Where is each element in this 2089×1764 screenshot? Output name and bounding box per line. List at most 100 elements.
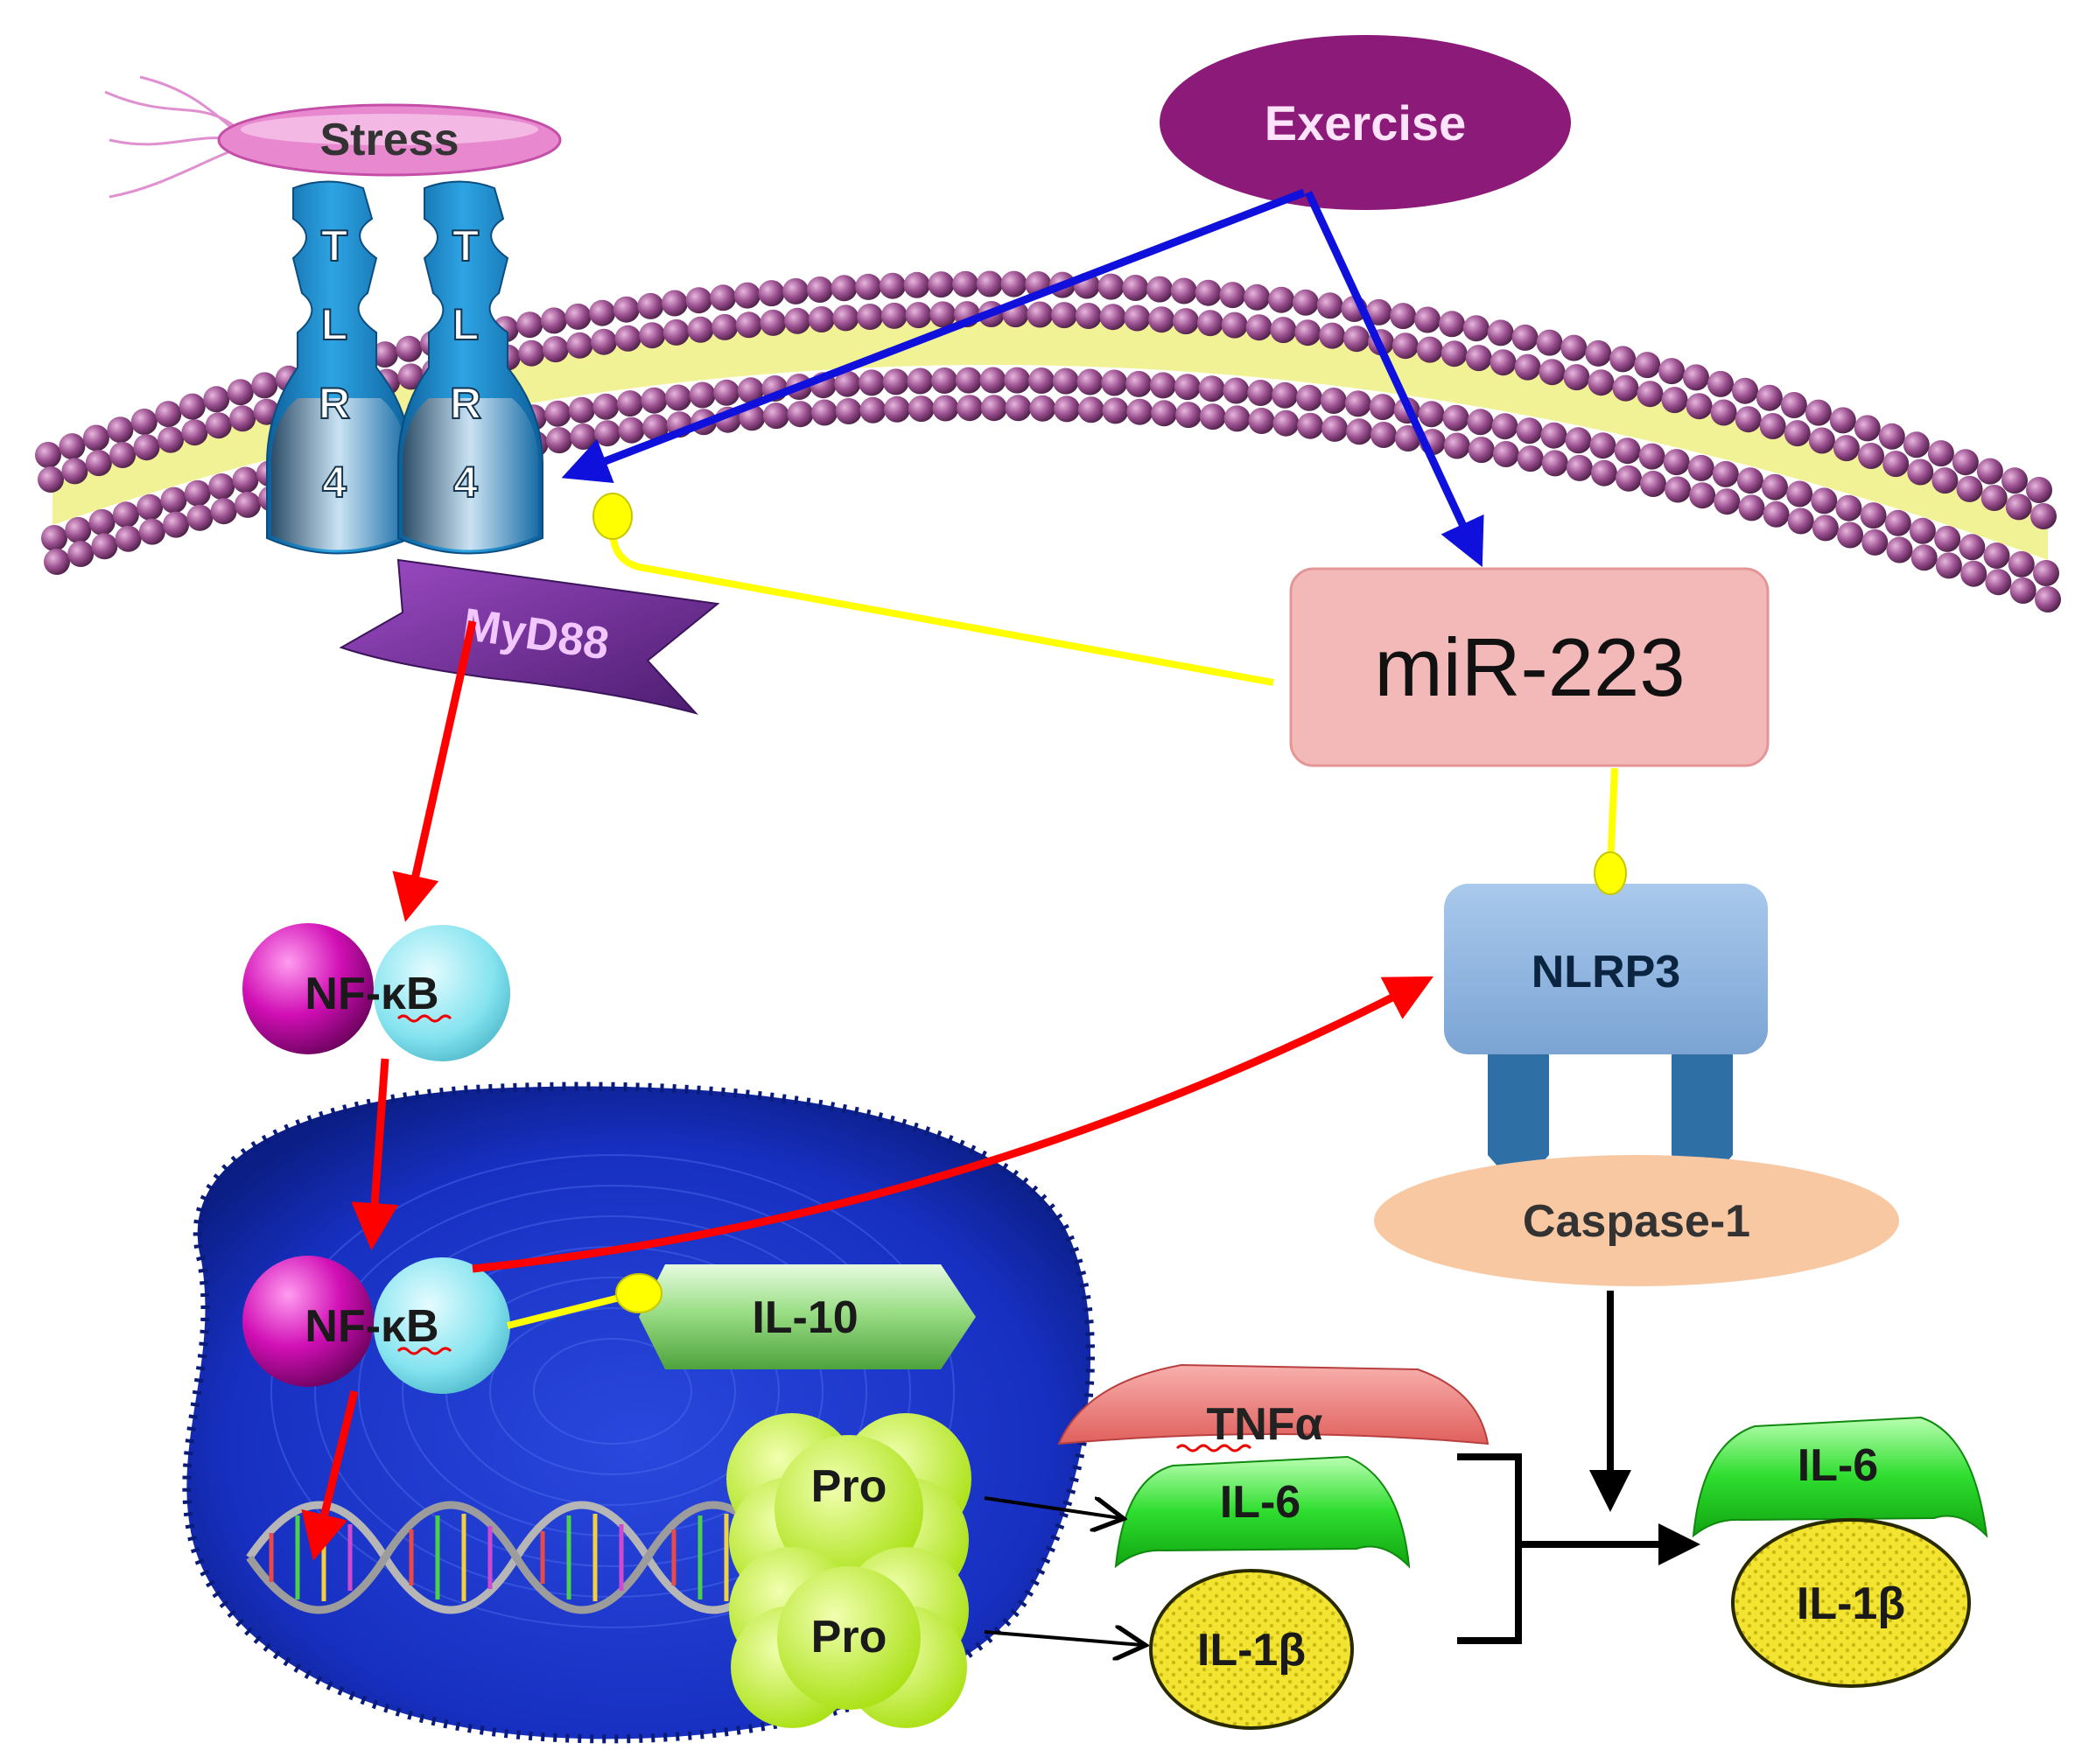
lipid-head (1175, 402, 1202, 429)
lipid-head (834, 370, 861, 397)
nfkb-nucleus-label: NF-κB (305, 1301, 438, 1352)
lipid-head (1174, 374, 1201, 401)
lipid-head (1910, 544, 1938, 571)
lipid-head (1029, 395, 1056, 422)
tlr-letter: L (321, 300, 348, 349)
lipid-head (932, 395, 959, 422)
lipid-head (1492, 441, 1519, 467)
lipid-head (1935, 552, 1962, 579)
lipid-head (928, 271, 955, 298)
lipid-head (1712, 460, 1739, 487)
lipid-head (831, 275, 858, 302)
nfkb-cytoplasm-label: NF-κB (305, 969, 438, 1019)
lipid-head (737, 377, 764, 404)
tlr-letter: 4 (322, 458, 347, 507)
lipid-head (806, 276, 833, 303)
lipid-head (1442, 404, 1469, 431)
lipid-head (2009, 578, 2036, 604)
lipid-head (1076, 368, 1104, 396)
il10-gene: IL-10 (639, 1264, 976, 1369)
mir223-node: miR-223 (1289, 567, 1770, 767)
lipid-head (1198, 375, 1225, 402)
lipid-head (208, 473, 235, 500)
lipid-head (85, 450, 112, 477)
lipid-head (155, 401, 182, 428)
nfkb-to-nlrp3-arrow (472, 976, 1434, 1273)
lipid-head (1075, 303, 1102, 329)
lipid-head (641, 387, 668, 414)
nfkb-cytoplasm: NF-κB (242, 923, 510, 1061)
lipid-head (762, 402, 789, 430)
lipid-head (1661, 387, 1688, 414)
lipid-head (1272, 382, 1299, 409)
lipid-head (1909, 517, 1936, 544)
lipid-head (712, 313, 739, 340)
lipid-head (1536, 329, 1563, 356)
lipid-head (163, 511, 190, 538)
exercise-to-mir223-arrow (1304, 191, 1484, 568)
tlr-letter: R (319, 379, 350, 428)
lipid-head (1588, 369, 1615, 396)
tlr-letter: R (450, 379, 481, 428)
lipid-head (38, 466, 64, 493)
lipid-head (687, 316, 714, 343)
nlrp3-label: NLRP3 (1532, 947, 1680, 998)
lipid-head (908, 396, 935, 423)
lipid-head (112, 501, 139, 528)
lipid-head (138, 518, 165, 545)
lipid-head (1976, 458, 2003, 485)
lipid-head (1541, 450, 1568, 477)
lipid-head (1297, 412, 1324, 439)
lipid-head (980, 395, 1007, 422)
lipid-head (1344, 390, 1371, 417)
lipid-head (733, 282, 761, 309)
tlr4-receptor-right (397, 180, 543, 555)
lipid-head (1735, 406, 1762, 433)
lipid-head (1590, 459, 1617, 486)
lipid-head (1099, 304, 1126, 331)
nfkb-nucleus: NF-κB (242, 1256, 510, 1394)
lipid-head (710, 284, 737, 312)
lipid-head (2035, 586, 2061, 612)
lipid-head (1686, 393, 1713, 420)
lipid-head (1316, 292, 1343, 319)
lipid-head (1934, 525, 1961, 552)
lipid-head (1052, 368, 1079, 395)
lipid-head (642, 414, 669, 441)
lipid-head (1000, 270, 1027, 298)
lipid-head (1294, 319, 1321, 346)
lipid-head (1490, 349, 1517, 376)
lipid-head (905, 302, 932, 329)
lipid-head (1854, 415, 1881, 442)
lipid-head (661, 290, 688, 317)
lipid-head (1248, 408, 1275, 434)
lipid-head (594, 420, 620, 447)
lipid-head (1292, 289, 1319, 316)
lipid-head (1511, 324, 1539, 351)
lipid-head (832, 304, 859, 332)
lipid-head (1612, 374, 1639, 402)
tlr-letter: T (321, 221, 348, 270)
pro-to-il6-arrow (984, 1496, 1120, 1518)
lipid-head (41, 525, 67, 551)
lipid-head (203, 386, 230, 413)
lipid-head (760, 309, 787, 336)
tlr4-letters-left: T L R 4 (318, 220, 351, 508)
lipid-head (1272, 410, 1300, 437)
lipid-head (1634, 352, 1661, 379)
lipid-head (1738, 494, 1765, 522)
lipid-head (397, 363, 424, 390)
lipid-head (1589, 432, 1616, 459)
lipid-head (251, 372, 278, 399)
lipid-head (1247, 380, 1274, 406)
lipid-head (589, 299, 616, 326)
lipid-head (568, 396, 595, 424)
lipid-head (1860, 502, 1887, 529)
lipid-head (1956, 475, 1983, 502)
lipid-head (1369, 394, 1396, 421)
lipid-head (1416, 336, 1443, 363)
lipid-head (1563, 364, 1590, 391)
lipid-head (1370, 422, 1397, 448)
conversion-arrows (984, 1291, 1700, 1645)
